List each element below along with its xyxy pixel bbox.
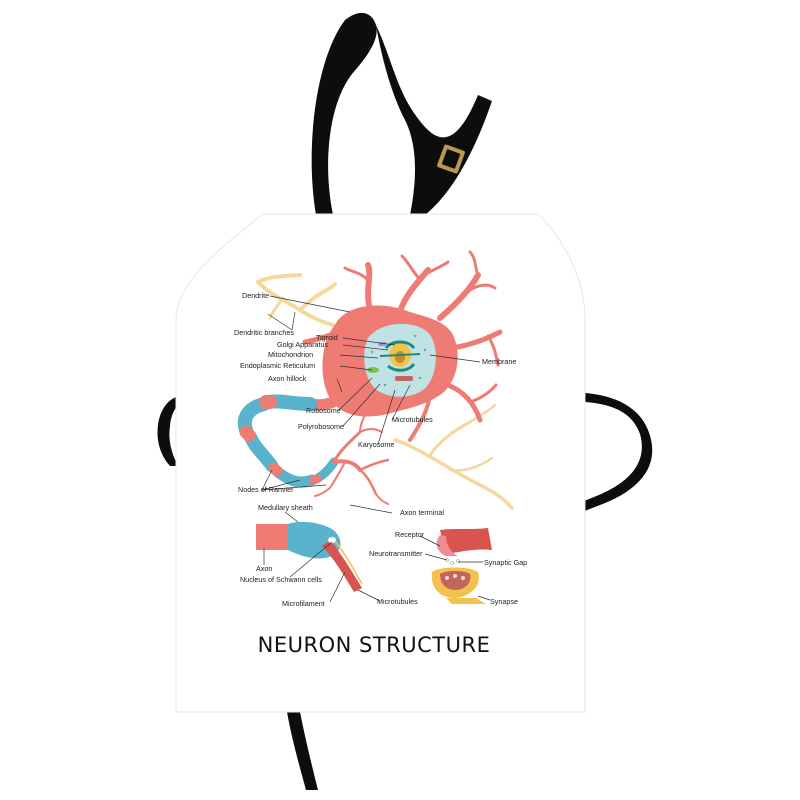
label-dendritic-branches: Dendritic branches [234,328,294,337]
waist-tie-bottom [287,712,318,790]
label-nodes-of-ranvier: Nodes of Ranvier [238,485,294,494]
label-polyrobosome: Polyrobosome [298,422,344,431]
page-title: NEURON STRUCTURE [258,633,491,657]
pale-dendrites [256,273,514,510]
leader-lines [261,295,491,603]
buckle-icon [437,144,465,174]
axon-cross-section [256,521,363,592]
label-receptor: Receptor [395,530,425,539]
label-microtubules-top: Microtubules [392,415,433,424]
label-neurotransmitter: Neurotransmitter [369,549,423,558]
label-axon-terminal: Axon terminal [400,508,444,517]
diagram-labels: Dendrite Dendritic branches Tigroid Golg… [234,291,527,608]
myelinated-axon [237,394,339,488]
label-axon-hillock: Axon hillock [268,374,307,383]
label-nucleus-schwann: Nucleus of Schwann cells [240,575,322,584]
red-dendrites [302,250,503,442]
neck-strap-left [311,12,377,215]
neck-strap-right [376,25,492,215]
label-karyosome: Karyosome [358,440,394,449]
waist-tie-left [157,396,180,466]
label-mitochondrion: Mitochondrion [268,350,313,359]
neuron-diagram: Dendrite Dendritic branches Tigroid Golg… [234,250,527,657]
label-medullary-sheath: Medullary sheath [258,503,313,512]
organelles [367,334,427,387]
waist-tie-right [501,393,653,696]
label-synapse: Synapse [490,597,518,606]
label-robosome: Robosome [306,406,341,415]
label-membrane: Membrane [482,357,516,366]
axon-hillock [310,395,340,411]
label-axon: Axon [256,564,272,573]
label-microtubules-bottom: Microtubules [377,597,418,606]
label-tigroid: Tigroid [316,333,338,342]
label-synaptic-gap: Synaptic Gap [484,558,527,567]
label-golgi-apparatus: Golgi Apparatus [277,340,329,349]
apron-straps [157,12,653,790]
synapse-detail [431,528,492,604]
label-endoplasmic-reticulum: Endoplasmic Reticulum [240,361,315,370]
label-dendrite: Dendrite [242,291,269,300]
axon-terminal-branches [314,411,390,505]
label-microfilament: Microfilament [282,599,325,608]
